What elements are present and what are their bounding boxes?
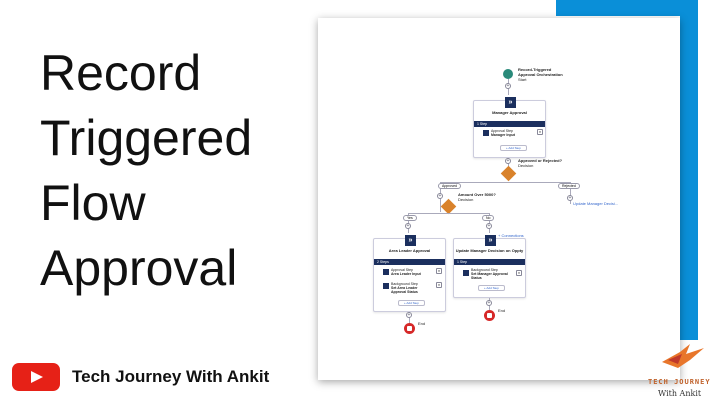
start-sub: Start bbox=[518, 77, 527, 82]
accent-bar-side bbox=[680, 0, 698, 340]
headline-line-2: Triggered bbox=[40, 110, 253, 166]
approval-step-icon bbox=[383, 269, 389, 275]
stage-title: Update Manager Decision on Oppty bbox=[455, 248, 524, 253]
add-step-button[interactable]: + Add Step bbox=[500, 145, 527, 151]
steps-bar: 2 Steps bbox=[374, 259, 445, 265]
branch-yes[interactable]: Yes bbox=[403, 215, 417, 221]
add-element-button[interactable]: + bbox=[406, 312, 412, 318]
decision-icon bbox=[500, 165, 517, 182]
step-menu-button[interactable]: ▾ bbox=[516, 270, 522, 276]
end-icon bbox=[404, 323, 415, 334]
manager-approval-stage[interactable]: » Manager Approval 1 Step Approval Step … bbox=[473, 97, 546, 158]
step-menu-button[interactable]: ▾ bbox=[436, 282, 442, 288]
accent-bar-top bbox=[556, 0, 698, 16]
steps-bar: 1 Step bbox=[474, 121, 545, 127]
step-type: Background Step bbox=[471, 268, 498, 272]
add-element-button[interactable]: + bbox=[437, 193, 443, 199]
area-leader-stage[interactable]: » Area Leader Approval 2 Steps Approval … bbox=[373, 235, 446, 312]
step-type: Approval Step bbox=[491, 129, 513, 133]
add-step-button[interactable]: + Add Step bbox=[398, 300, 425, 306]
step-menu-button[interactable]: ▾ bbox=[537, 129, 543, 135]
headline-line-4: Approval bbox=[40, 240, 238, 296]
headline-line-3: Flow bbox=[40, 175, 146, 231]
approval-step-icon bbox=[483, 130, 489, 136]
connections-link[interactable]: + Connections bbox=[498, 233, 524, 238]
stage-title: Area Leader Approval bbox=[388, 248, 431, 253]
headline-line-1: Record bbox=[40, 45, 202, 101]
background-step-icon bbox=[383, 283, 389, 289]
step-type: Background Step bbox=[391, 282, 418, 286]
step-menu-button[interactable]: ▾ bbox=[436, 268, 442, 274]
add-element-button[interactable]: + bbox=[486, 300, 492, 306]
logo-line-1: TECH JOURNEY bbox=[648, 378, 711, 386]
branch-rejected[interactable]: Rejected bbox=[558, 183, 580, 189]
stage-title: Manager Approval bbox=[492, 110, 527, 115]
step-name: Manager Input bbox=[491, 133, 515, 137]
start-title: Record-Triggered Approval Orchestration bbox=[518, 67, 563, 77]
stage-icon: » bbox=[505, 97, 516, 108]
step-name: Set Manager Approval Status bbox=[471, 272, 508, 281]
youtube-icon bbox=[12, 363, 60, 391]
step-name: Area Leader Input bbox=[391, 272, 421, 276]
end-label: End bbox=[418, 321, 426, 326]
stage-icon: » bbox=[405, 235, 416, 246]
add-element-button[interactable]: + bbox=[567, 195, 573, 201]
decision-title: Amount Over 5000? bbox=[458, 192, 496, 197]
step-name: Set Area Leader Approval Status bbox=[391, 286, 418, 295]
add-element-button[interactable]: + bbox=[405, 223, 411, 229]
end-icon bbox=[484, 310, 495, 321]
branch-no[interactable]: No bbox=[482, 215, 495, 221]
background-step-icon bbox=[463, 270, 469, 276]
add-element-button[interactable]: + bbox=[486, 223, 492, 229]
hummingbird-logo bbox=[660, 340, 710, 370]
flow-screenshot: Record-Triggered Approval Orchestration … bbox=[318, 18, 680, 380]
step-type: Approval Step bbox=[391, 268, 413, 272]
update-manager-stage[interactable]: » Update Manager Decision on Oppty 1 Ste… bbox=[453, 235, 526, 298]
branch-approved[interactable]: Approved bbox=[438, 183, 461, 189]
stage-icon: » bbox=[485, 235, 496, 246]
end-label: End bbox=[498, 308, 506, 313]
goto-link[interactable]: Update Manager Decisi... bbox=[573, 201, 619, 206]
decision-title: Approved or Rejected? bbox=[518, 158, 563, 163]
channel-name: Tech Journey With Ankit bbox=[72, 367, 270, 386]
steps-bar: 1 Step bbox=[454, 259, 525, 265]
decision-sub: Decision bbox=[518, 163, 534, 168]
logo-line-2: With Ankit bbox=[658, 389, 702, 398]
decision-icon bbox=[440, 198, 457, 215]
add-element-button[interactable]: + bbox=[505, 158, 511, 164]
decision-sub: Decision bbox=[458, 197, 474, 202]
add-element-button[interactable]: + bbox=[505, 83, 511, 89]
start-icon bbox=[503, 69, 513, 79]
add-step-button[interactable]: + Add Step bbox=[478, 285, 505, 291]
